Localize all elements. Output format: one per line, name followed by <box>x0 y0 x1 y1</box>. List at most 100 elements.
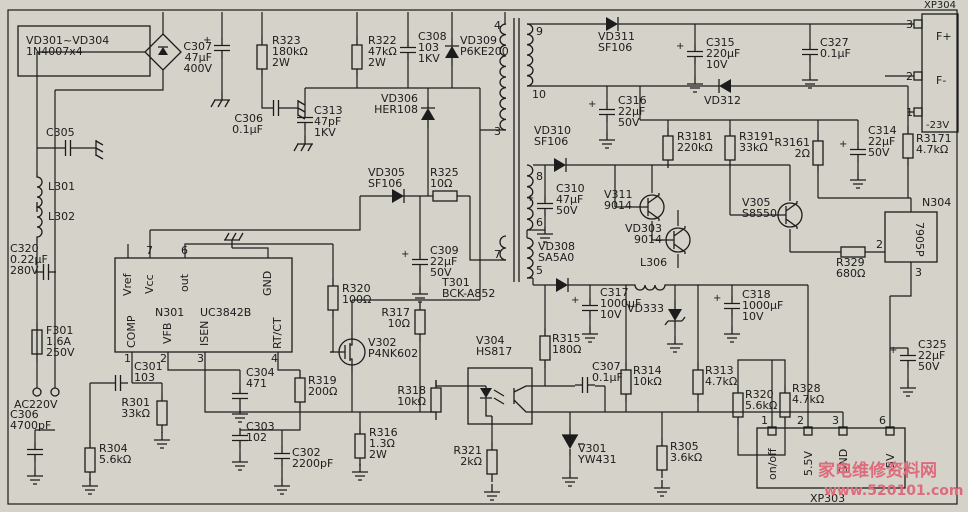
svg-text:+: + <box>571 295 579 306</box>
n301-pin-vfb: VFB <box>161 323 174 344</box>
t301-pin-3: 3 <box>494 125 501 138</box>
svg-text:+: + <box>401 249 409 260</box>
ac220v-label: AC220V <box>14 398 58 411</box>
gnd-r304 <box>82 478 98 495</box>
vd333-label: VD333 <box>627 302 664 315</box>
n301-pin-isen: ISEN <box>198 321 211 346</box>
c308-cap <box>400 40 416 60</box>
v302-mosfet <box>330 330 366 374</box>
xp303-pin6-box <box>885 426 895 436</box>
xp303-pinnum-3: 3 <box>832 414 839 427</box>
vd301-box <box>17 25 151 77</box>
gnd-r321 <box>484 484 500 501</box>
vd310-diode <box>546 158 574 172</box>
gnd-vd333 <box>667 336 683 353</box>
xp303-box <box>756 427 906 489</box>
t301-pin-5: 5 <box>536 264 543 277</box>
c306-line-cap <box>27 442 43 462</box>
c325-cap: + <box>889 345 916 368</box>
gnd-c302 <box>274 478 290 495</box>
vd311-diode <box>598 17 626 31</box>
t301-pin-8: 8 <box>536 170 543 183</box>
earth-n301 <box>224 232 244 248</box>
c317-cap: + <box>571 295 598 318</box>
c320-cap <box>36 264 56 280</box>
gnd-c318 <box>724 326 740 343</box>
svg-text:+: + <box>526 193 534 204</box>
n301-pinnum-3: 3 <box>197 352 204 365</box>
r323-resistor <box>256 37 268 77</box>
vd306-diode <box>421 100 435 128</box>
c318-cap: + <box>713 293 740 316</box>
watermark-line1: 家电维修资料网 <box>818 460 937 481</box>
n304-pinnum-2: 2 <box>876 238 883 251</box>
gnd-r301 <box>154 432 170 449</box>
r317-resistor <box>414 302 426 342</box>
c301-cap <box>108 375 128 391</box>
c307-sec-cap <box>575 377 595 393</box>
f301-fuse <box>31 322 43 362</box>
xp304-pin1-box <box>913 107 923 117</box>
r321-resistor <box>486 442 498 482</box>
n301-pinnum-2: 2 <box>160 352 167 365</box>
n304-box <box>884 211 938 263</box>
r313-resistor <box>692 362 704 402</box>
r3171-resistor <box>902 126 914 166</box>
chassis-c307 <box>210 92 230 108</box>
v303-transistor <box>664 226 691 254</box>
r314-resistor <box>620 362 632 402</box>
bridge-rectifier <box>144 33 182 71</box>
xp304-pin3-box <box>913 19 923 29</box>
c304-cap <box>232 386 248 406</box>
n301-pinnum-1: 1 <box>124 352 131 365</box>
n301-pinnum-7: 7 <box>146 244 153 257</box>
l302-label: L302 <box>48 210 75 223</box>
t301-pin-4: 4 <box>494 19 501 32</box>
gnd-c303 <box>232 454 248 471</box>
gnd-c306-line <box>27 468 43 485</box>
l306-coil <box>630 284 670 291</box>
gnd-c304 <box>232 406 248 423</box>
t301-pin-6: 6 <box>536 216 543 229</box>
xp303-pin-onoff: on/off <box>766 448 779 480</box>
t301-sec1-winding <box>526 23 534 87</box>
v305-transistor <box>776 201 803 229</box>
l301-label: L301 <box>48 180 75 193</box>
n301-pin-rtct: RT/CT <box>271 317 284 349</box>
c310-cap: + <box>526 193 553 216</box>
n304-ref: N304 <box>922 196 951 209</box>
xp303-pin-gnd: GND <box>837 449 850 474</box>
schematic-border <box>7 9 958 505</box>
n304-pinnum-3: 3 <box>915 266 922 279</box>
ac-terminal-2 <box>50 387 60 397</box>
c307-cap: + <box>203 35 230 58</box>
